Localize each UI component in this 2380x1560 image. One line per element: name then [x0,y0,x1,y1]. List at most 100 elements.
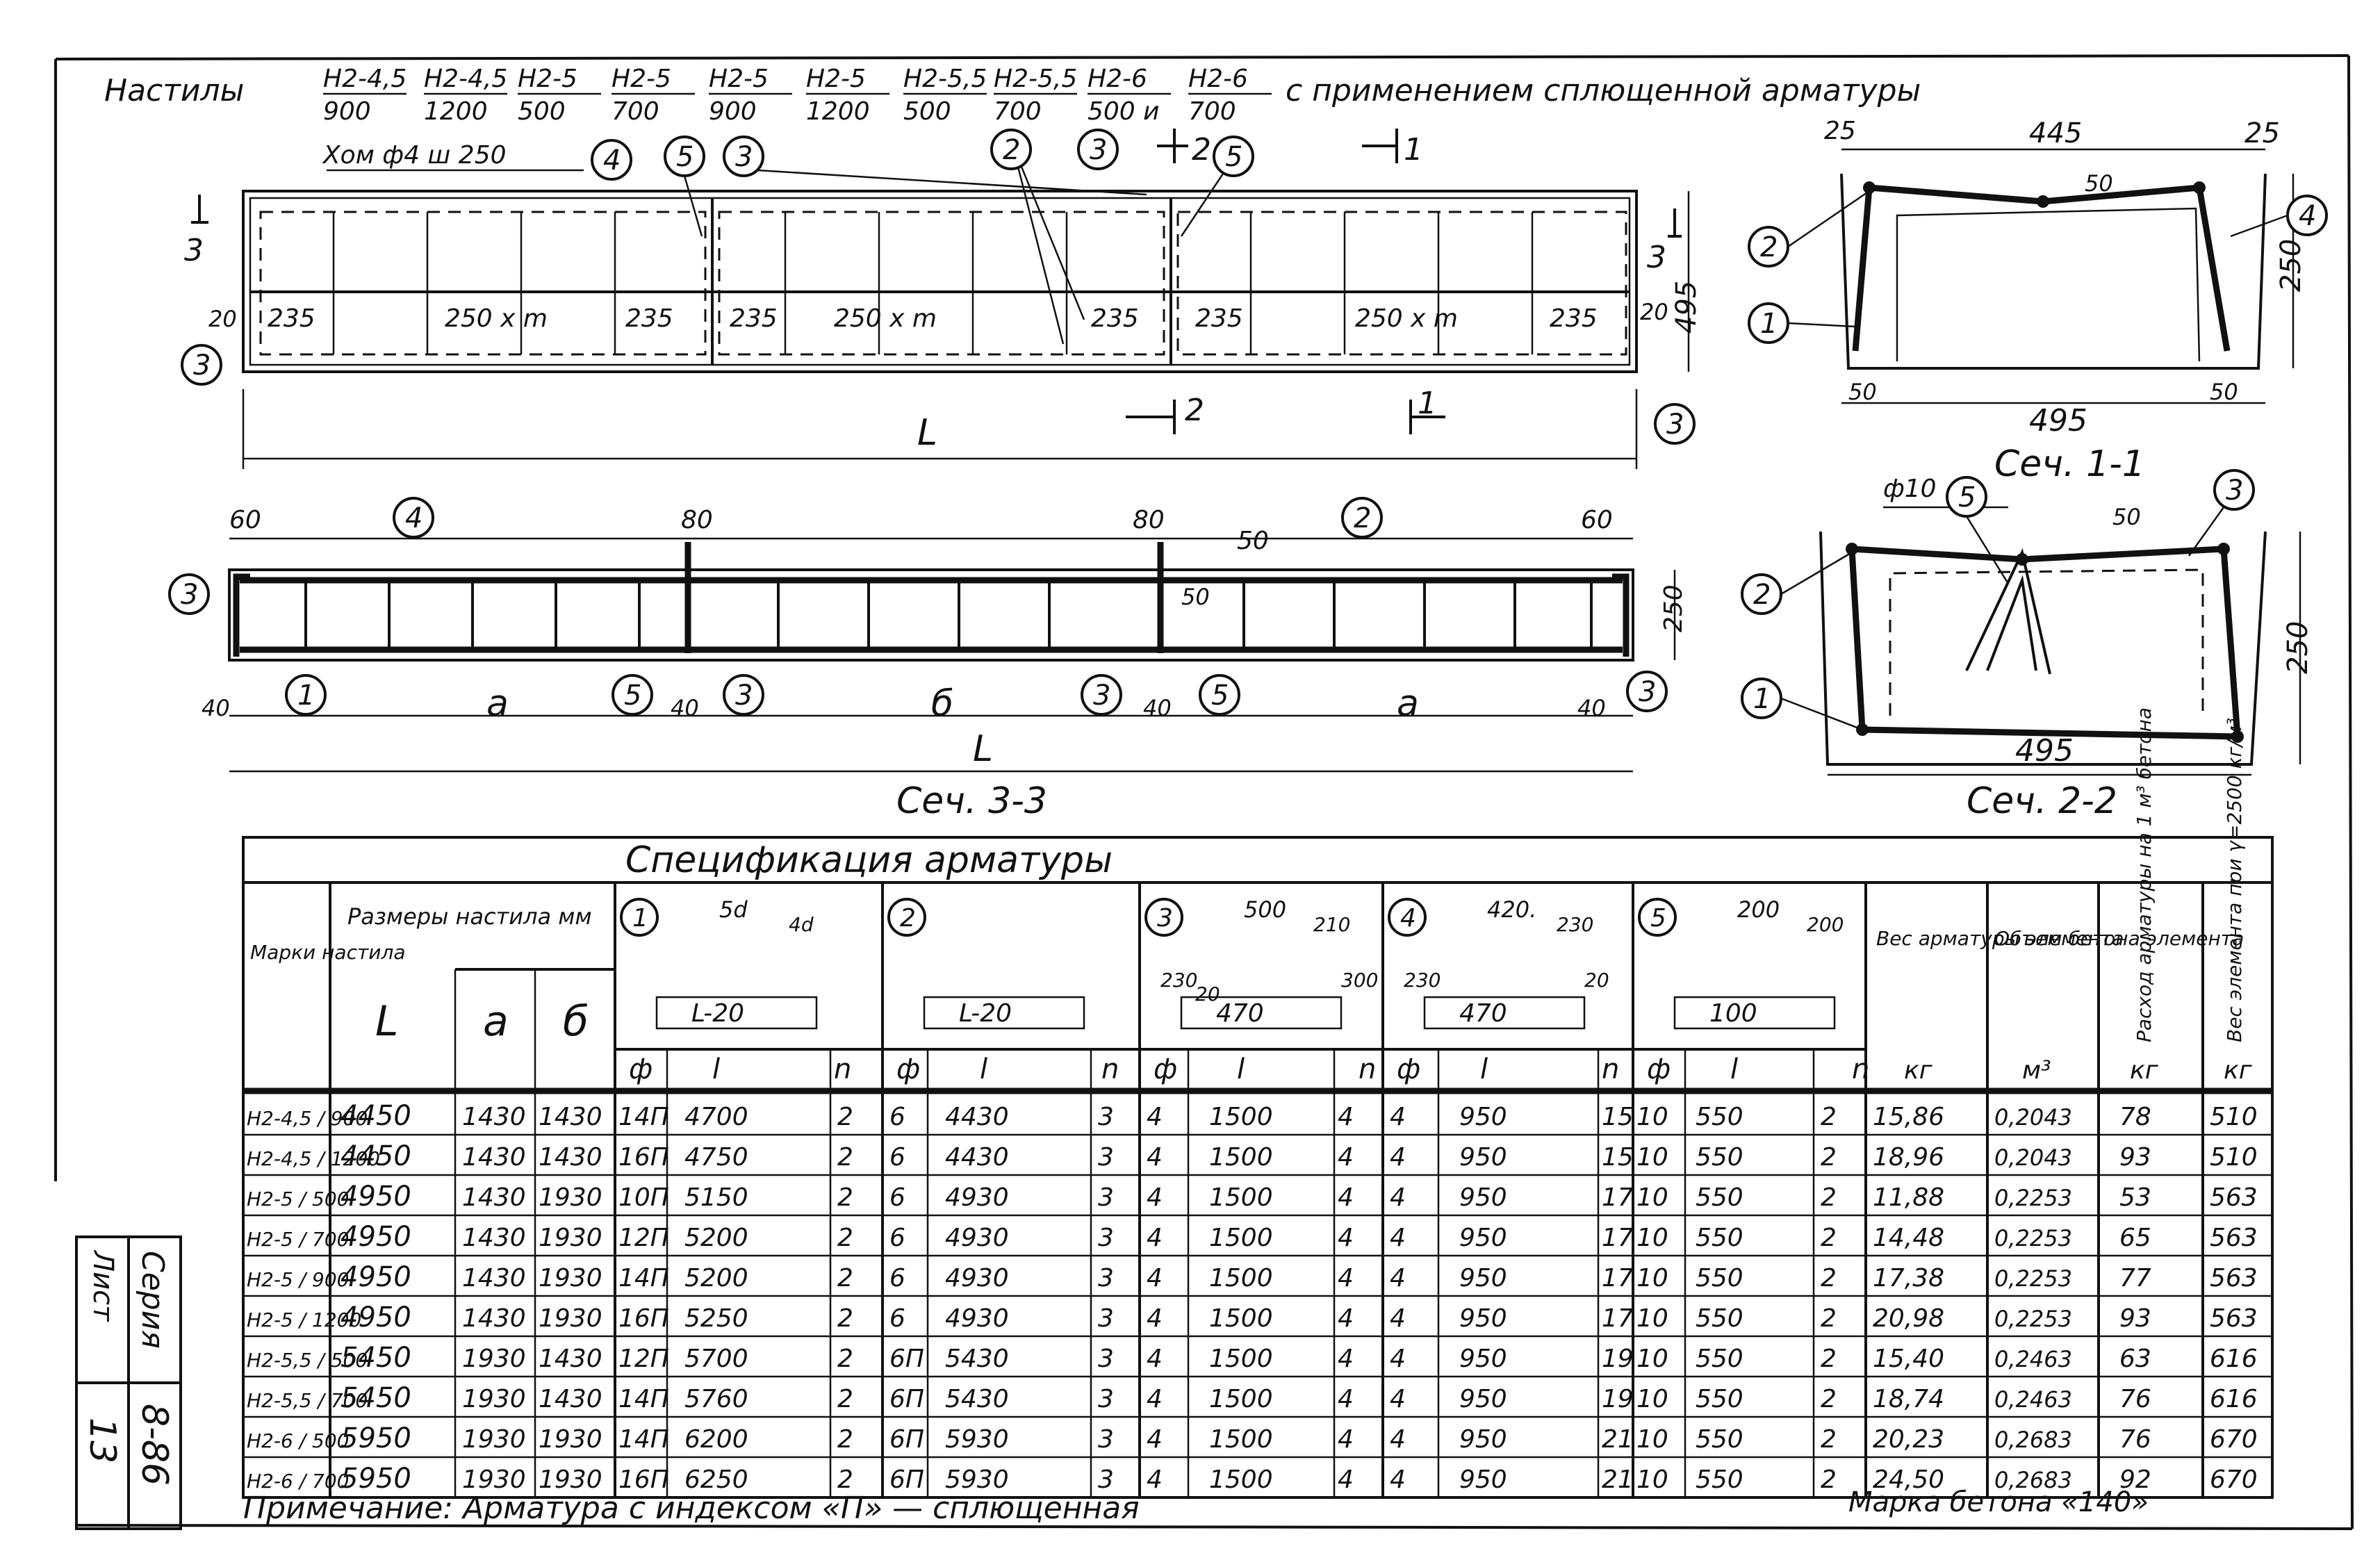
spec-row-6-l5: 550 [1696,1345,1743,1373]
title-mark-top-2: Н2-5 [518,65,577,93]
svg-text:3: 3 [1093,680,1110,712]
s33-callout-4: 4 [393,497,434,539]
spec-row-9-p5: 10 [1636,1465,1668,1494]
title-block: Настилы Н2-4,5900Н2-4,51200Н2-5500Н2-570… [104,65,1921,126]
spec-bar-extra-0: 5d [719,896,748,923]
spec-row-8-b: 1930 [539,1425,602,1454]
spec-row-6-l3: 1500 [1209,1345,1273,1373]
spec-row-0-p3: 4 [1147,1103,1163,1131]
plan-callout-3c: 3 [181,344,222,386]
spec-bar-sketch-frame-4 [1673,996,1836,1030]
s11-top-1: 25 [1824,117,1856,145]
title-suffix: с применением сплющенной арматуры [1286,73,1921,108]
spec-row-4-b: 1930 [539,1264,602,1292]
spec-row-4-p2: 6 [889,1264,905,1292]
spec-bar-sub-2-1: l [1237,1053,1245,1085]
spec-row-6-l2: 5430 [945,1345,1009,1373]
spec-row-5-p5: 10 [1636,1304,1668,1333]
spec-row-2-b: 1930 [539,1183,602,1212]
svg-text:3: 3 [193,350,211,381]
s33-end-hook-right [1612,573,1630,657]
spec-row-8-l4: 950 [1459,1425,1507,1454]
spec-row-8-c: 76 [2119,1425,2151,1454]
spec-title: Спецификация арматуры [625,839,1113,881]
spec-row-6-n4: 19 [1602,1345,1634,1373]
plan-view: Хом ф4 ш 250 235 250 x m 235 235 250 x m… [181,129,1702,469]
spec-row-1-l3: 1500 [1209,1143,1273,1172]
s11-callout-2: 2 [1748,226,1789,268]
spec-row-3-n5: 2 [1821,1224,1837,1252]
concrete-grade: Марка бетона «140» [1848,1486,2149,1518]
s22-bar-label: ф10 [1883,475,1937,503]
spec-row-9-v: 0,2683 [1994,1467,2072,1493]
s33-ties [233,573,1630,657]
cut3-left-label: 3 [184,233,204,268]
s33-callout-3d: 3 [1626,671,1668,712]
spec-row-3-p3: 4 [1147,1224,1163,1252]
s22-callout-5: 5 [1946,476,1987,518]
spec-row-7-c: 76 [2119,1385,2151,1413]
spec-row-4-n3: 4 [1338,1264,1354,1292]
spec-row-0-b: 1430 [539,1103,602,1131]
spec-col-size: Размеры настила мм [347,903,592,930]
spec-row-5-l1: 5250 [684,1304,748,1333]
plan-dim-7: 235 [1195,304,1243,333]
cut3-right-label: 3 [1647,240,1666,275]
spec-row-7-p4: 4 [1390,1385,1406,1413]
plan-callout-3d: 3 [1654,403,1696,445]
spec-row-4-c: 77 [2119,1264,2151,1292]
title-mark-bottom-9: 700 [1188,97,1236,126]
spec-row-9-mark: Н2-6 / 700 [247,1470,349,1493]
spec-row-7-p5: 10 [1636,1385,1668,1413]
spec-bar-extra5-2: 20 [1195,983,1220,1005]
s33-dim-top-4: 50 [1237,527,1269,555]
spec-col-volume: Объем бетона элемента [1994,927,2244,950]
svg-text:5: 5 [676,141,694,173]
spec-row-8-L: 5950 [340,1422,411,1454]
spec-row-3-l5: 550 [1696,1224,1743,1252]
spec-bar-sub-3-0: ф [1397,1053,1420,1085]
plan-dim-8: 250 x m [1355,304,1458,333]
spec-row-3-a: 1430 [462,1224,526,1252]
s33-dim-bot-5: 40 [1143,695,1172,721]
stamp-sheet-num: 13 [81,1418,123,1463]
spec-row-1-n3: 4 [1338,1143,1354,1172]
frame-top [55,54,2349,60]
s33-callout-5a: 5 [612,674,653,716]
spec-row-5-l2: 4930 [945,1304,1009,1333]
spec-row-1-p5: 10 [1636,1143,1668,1172]
spec-row-8-n4: 21 [1602,1425,1634,1454]
spec-bar-sketch-frame-3 [1423,996,1586,1030]
spec-row-4-n2: 3 [1098,1264,1114,1292]
spec-row-7-l4: 950 [1459,1385,1507,1413]
spec-row-4-l1: 5200 [684,1264,748,1292]
spec-bar-extra-4: 200 [1737,896,1780,923]
spec-row-6-p4: 4 [1390,1345,1406,1373]
spec-bar-sketch-frame-2 [1180,996,1343,1030]
spec-row-6-p5: 10 [1636,1345,1668,1373]
spec-row-5-c: 93 [2119,1304,2151,1333]
spec-row-1-L: 4450 [340,1140,411,1172]
cut1-top-label: 1 [1404,132,1423,167]
spec-row-4-p3: 4 [1147,1264,1163,1292]
plan-inner-outline [249,197,1631,366]
svg-text:5: 5 [1225,141,1242,173]
spec-row-0-l4: 950 [1459,1103,1507,1131]
cut3-left-marker [191,195,208,224]
spec-bar-num-0: 1 [632,904,648,933]
title-mark-top-0: Н2-4,5 [323,65,407,93]
spec-row-1-l4: 950 [1459,1143,1507,1172]
plan-dim-4: 235 [730,304,778,333]
s33-dim-top-3: 80 [1133,506,1165,534]
spec-bar-sub-2-0: ф [1154,1053,1177,1085]
svg-text:3: 3 [2226,475,2243,507]
spec-row-9-p3: 4 [1147,1465,1163,1494]
spec-row-2-p2: 6 [889,1183,905,1212]
svg-text:2: 2 [1354,502,1371,534]
spec-row-6-n3: 4 [1338,1345,1354,1373]
spec-row-9-n3: 4 [1338,1465,1354,1494]
svg-text:3: 3 [1666,409,1684,441]
spec-row-8-a: 1930 [462,1425,526,1454]
spec-row-8-g: 670 [2210,1425,2258,1454]
spec-bar-sketch-4: 100 [1709,999,1757,1028]
